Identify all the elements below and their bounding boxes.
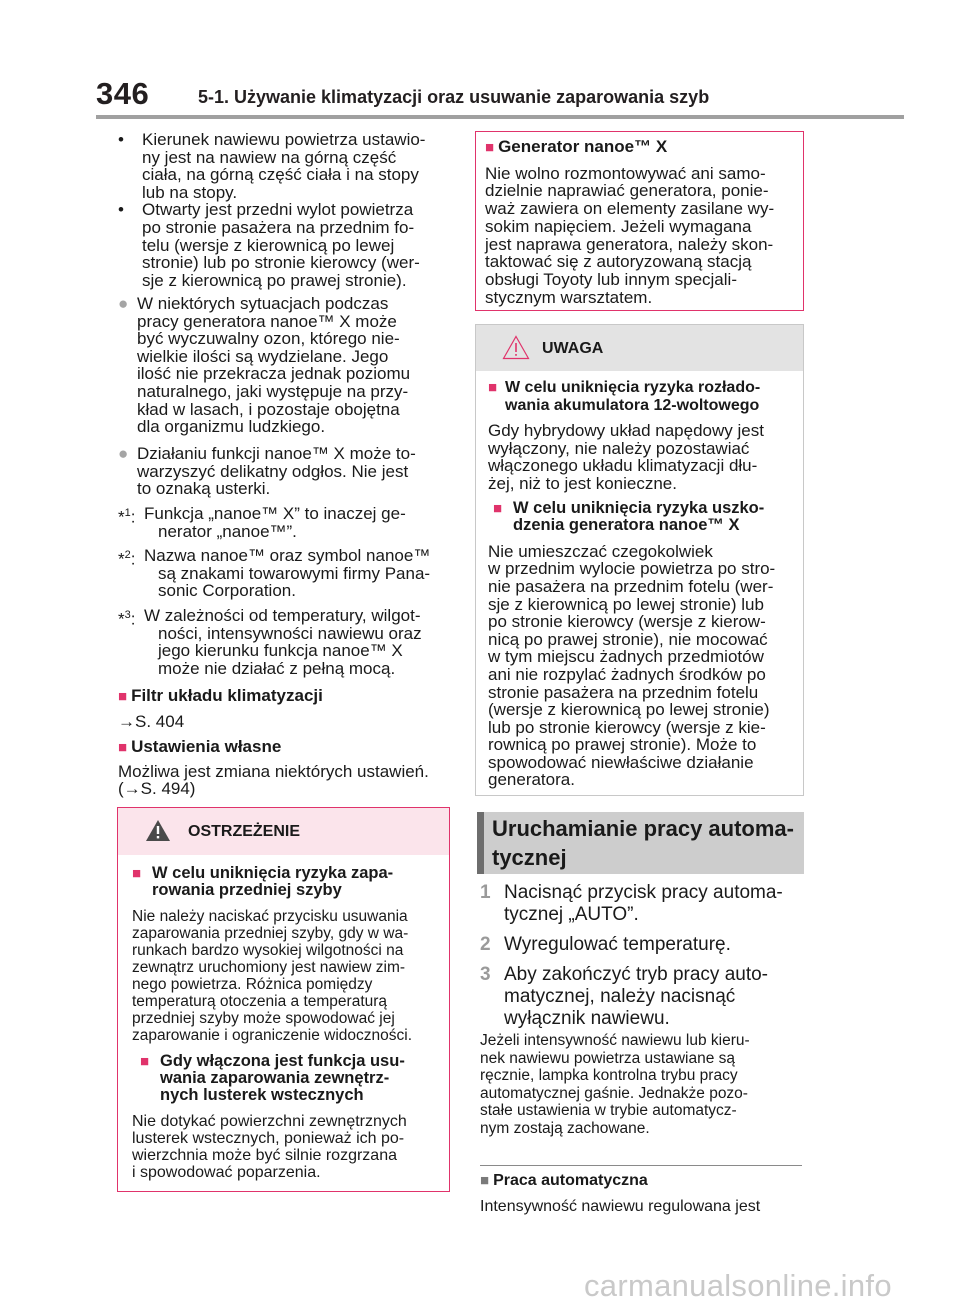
list-item: • Kierunek nawiewu powietrza ustawio-ny … (118, 131, 458, 201)
warning-subheading: ■ W celu uniknięcia ryzyka zapa-rowania … (132, 864, 394, 899)
generator-text: Nie wolno rozmontowywać ani samo-dzielni… (485, 163, 775, 307)
chapter-title: 5-1. Używanie klimatyzacji oraz usuwanie… (198, 87, 710, 107)
square-bullet-icon: ■ (488, 379, 498, 396)
bullet-text: Kierunek nawiewu powietrza ustawio-ny je… (142, 130, 426, 202)
footnote: *2: Nazwa nanoe™ oraz symbol nanoe™ są z… (118, 546, 431, 601)
square-bullet-icon: ■ (118, 739, 128, 757)
circle-bullet-icon: ● (118, 294, 129, 313)
warning-box: OSTRZEŻENIE ■ W celu uniknięcia ryzyka z… (117, 807, 450, 1192)
square-bullet-icon: ■ (140, 1053, 150, 1070)
notice-subheading: ■ W celu uniknięcia ryzyka uszko-dzenia … (493, 498, 765, 535)
circle-bullet-icon: ● (118, 444, 129, 463)
caution-triangle-icon (502, 335, 530, 360)
custom-heading: ■Ustawienia własne (118, 737, 282, 757)
generator-box: ■Generator nanoe™ X Nie wolno rozmontowy… (475, 131, 804, 311)
left-column: • Kierunek nawiewu powietrza ustawio-ny … (118, 131, 458, 289)
square-bullet-icon: ■ (118, 688, 128, 705)
step-number: 3 (480, 964, 491, 985)
footnote: *3: W zależności od temperatury, wilgot-… (118, 605, 422, 678)
divider (480, 1165, 802, 1166)
auto-operation: ■Praca automatyczna Intensywność nawiewu… (480, 1172, 810, 1215)
warning-title: OSTRZEŻENIE (188, 823, 301, 840)
step-number: 2 (480, 934, 491, 955)
square-bullet-icon: ■ (480, 1172, 490, 1189)
footnote: *1: Funkcja „nanoe™ X” to inaczej ge- ne… (118, 504, 406, 541)
notice-title: UWAGA (542, 340, 604, 357)
filter-heading: ■Filtr układu klimatyzacji (118, 686, 323, 705)
square-bullet-icon: ■ (132, 865, 142, 882)
square-bullet-icon: ■ (485, 139, 495, 156)
note-sound: ● Działaniu funkcji nanoe™ X może to-war… (118, 444, 416, 499)
custom-reference[interactable]: (→S. 494) (118, 779, 196, 799)
footnotes: *1: Funkcja „nanoe™ X” to inaczej ge- ne… (118, 505, 463, 677)
step-item: 3 Aby zakończyć tryb pracy auto-matyczne… (480, 964, 768, 1029)
warning-header: OSTRZEŻENIE (118, 808, 449, 855)
notice-header: UWAGA (476, 325, 803, 371)
filter-reference[interactable]: →S. 404 (118, 711, 185, 731)
warning-subheading: ■ Gdy włączona jest funkcja usu-wania za… (140, 1052, 405, 1104)
steps-list: 1 Nacisnąć przycisk pracy automa-tycznej… (480, 882, 810, 1030)
auto-note: Jeżeli intensywność nawiewu lub kieru-ne… (480, 1032, 750, 1137)
auto-heading: ■Praca automatyczna (480, 1172, 648, 1189)
watermark: carmanualsonline.info (584, 1268, 892, 1303)
square-bullet-icon: ■ (493, 499, 503, 517)
section-heading: Uruchamianie pracy automa- tycznej (477, 812, 804, 874)
step-number: 1 (480, 882, 491, 903)
notice-subheading: ■ W celu uniknięcia ryzyka rozłado-wania… (488, 379, 761, 414)
step-item: 1 Nacisnąć przycisk pracy automa-tycznej… (480, 882, 783, 925)
page-number: 346 (96, 76, 150, 111)
warning-triangle-icon (146, 820, 170, 841)
generator-heading: ■Generator nanoe™ X (485, 137, 668, 156)
step-item: 2 Wyregulować temperaturę. (480, 934, 731, 955)
auto-text: Intensywność nawiewu regulowana jest (480, 1197, 761, 1215)
custom-text: Możliwa jest zmiana niektórych ustawień.… (118, 763, 463, 798)
header-divider (96, 115, 904, 119)
filter-section: ■Filtr układu klimatyzacji →S. 404 ■Usta… (118, 687, 463, 798)
notice-box: UWAGA ■ W celu uniknięcia ryzyka rozłado… (475, 324, 804, 796)
